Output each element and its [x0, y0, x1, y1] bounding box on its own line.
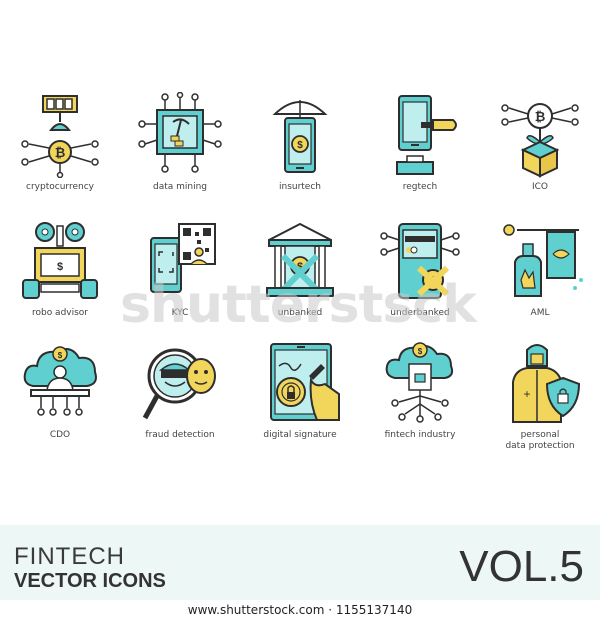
label-underbanked: underbanked	[390, 308, 450, 318]
robo-advisor-icon: $	[22, 222, 98, 299]
svg-text:$: $	[57, 261, 63, 273]
svg-text:$: $	[297, 140, 303, 151]
footer-subtitle: VECTOR ICONS	[14, 570, 166, 592]
footer-title: FINTECH	[14, 543, 125, 570]
cell-cdo: $ CDO	[0, 340, 120, 441]
svg-text:$: $	[418, 347, 423, 356]
label-insurtech: insurtech	[278, 182, 322, 192]
label-data-mining: data mining	[152, 182, 208, 192]
label-data-protection: data protection	[505, 441, 575, 451]
svg-text:$: $	[58, 351, 63, 360]
cell-fraud-detection: fraud detection	[120, 340, 240, 441]
source-url: www.shutterstock.com · 1155137140	[187, 603, 413, 617]
unbanked-icon: $	[266, 222, 334, 297]
aml-icon	[503, 224, 583, 297]
volume-label: VOL.5	[459, 542, 584, 591]
cell-underbanked: $ underbanked	[360, 218, 480, 319]
cell-insurtech: $ insurtech	[240, 92, 360, 193]
data-protection-icon: +	[512, 344, 581, 423]
digital-signature-icon	[270, 343, 340, 421]
ico-icon: ₿	[501, 103, 579, 178]
label-ico: ICO	[531, 182, 549, 192]
cell-fintech-industry: $ fintech industry	[360, 340, 480, 441]
svg-text:$: $	[297, 261, 303, 273]
cell-kyc: KYC	[120, 218, 240, 319]
underbanked-icon: $	[380, 223, 460, 299]
cell-personal-data-protection: + personal data protection	[480, 340, 600, 452]
cell-cryptocurrency: ₿ cryptocurrency	[0, 92, 120, 193]
svg-text:₿: ₿	[55, 146, 66, 161]
label-digital-signature: digital signature	[263, 430, 337, 440]
insurtech-icon: $	[272, 100, 328, 173]
cell-regtech: regtech	[360, 92, 480, 193]
label-robo-advisor: robo advisor	[31, 308, 89, 318]
label-fintech-industry: fintech industry	[384, 430, 456, 440]
cell-robo-advisor: $ robo advisor	[0, 218, 120, 319]
fraud-detection-icon	[142, 348, 216, 420]
icon-grid: ₿ cryptocurrency	[0, 92, 600, 452]
crypto-icon: ₿	[21, 95, 99, 178]
watermark: shutterstsck	[120, 275, 477, 335]
cell-unbanked: $ unbanked	[240, 218, 360, 319]
kyc-icon	[150, 223, 216, 293]
fintech-industry-icon: $	[385, 342, 454, 423]
cell-ico: ₿ ICO	[480, 92, 600, 193]
data-mining-icon	[138, 92, 222, 173]
label-kyc: KYC	[171, 308, 189, 318]
cell-aml: AML	[480, 218, 600, 319]
svg-text:₿: ₿	[535, 110, 546, 125]
label-cdo: CDO	[49, 430, 71, 440]
footer-band	[0, 525, 600, 600]
label-fraud-detection: fraud detection	[145, 430, 215, 440]
regtech-icon	[396, 95, 457, 175]
label-personal: personal	[520, 430, 560, 440]
label-regtech: regtech	[402, 182, 438, 192]
cdo-icon: $	[23, 346, 97, 416]
label-unbanked: unbanked	[277, 308, 323, 318]
cell-data-mining: data mining	[120, 92, 240, 193]
svg-text:+: +	[523, 387, 530, 401]
cell-digital-signature: digital signature	[240, 340, 360, 441]
label-cryptocurrency: cryptocurrency	[26, 182, 94, 192]
label-aml: AML	[530, 308, 550, 318]
